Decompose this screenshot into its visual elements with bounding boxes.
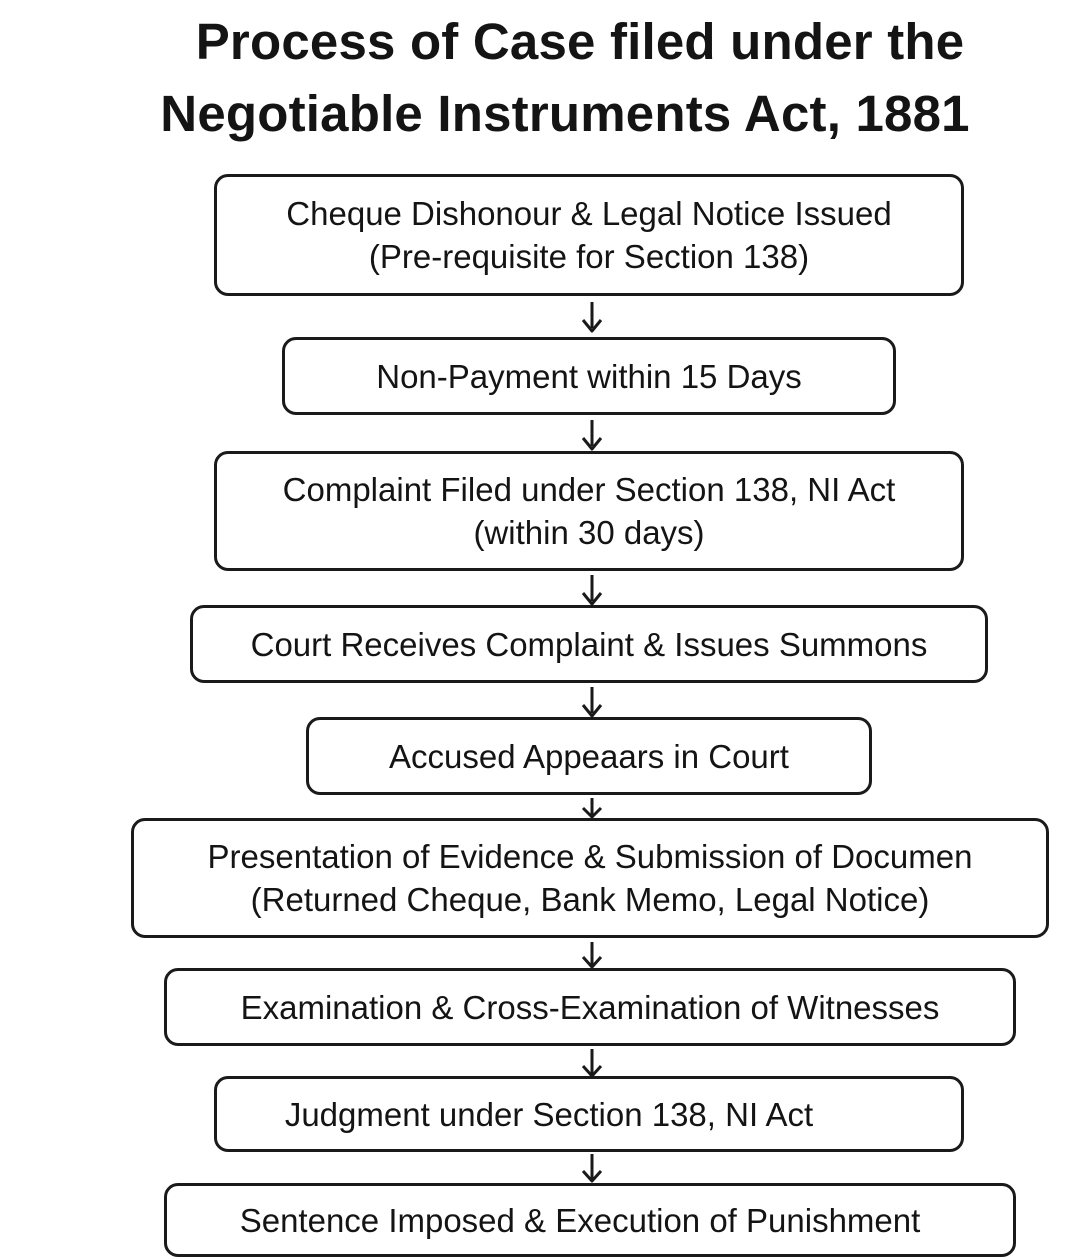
- step-box-examination-witnesses: Examination & Cross-Examination of Witne…: [164, 968, 1016, 1046]
- title-line-2: Negotiable Instruments Act, 1881: [160, 85, 970, 142]
- down-arrow-icon: [580, 1047, 604, 1079]
- down-arrow-icon: [580, 797, 604, 819]
- step-box-court-summons: Court Receives Complaint & Issues Summon…: [190, 605, 988, 683]
- step-box-complaint-filed: Complaint Filed under Section 138, NI Ac…: [214, 451, 964, 571]
- step-label: Complaint Filed under Section 138, NI Ac…: [282, 471, 896, 508]
- step-box-sentence-imposed: Sentence Imposed & Execution of Punishme…: [164, 1183, 1016, 1257]
- step-box-non-payment: Non-Payment within 15 Days: [282, 337, 896, 415]
- step-box-accused-appears: Accused Appeaars in Court: [306, 717, 872, 795]
- down-arrow-icon: [580, 300, 604, 334]
- step-sublabel: (Pre-requisite for Section 138): [368, 238, 810, 275]
- step-label: Examination & Cross-Examination of Witne…: [240, 988, 940, 1026]
- step-label: Judgment under Section 138, NI Act: [284, 1095, 814, 1133]
- step-box-presentation-evidence: Presentation of Evidence & Submission of…: [131, 818, 1049, 938]
- down-arrow-icon: [580, 573, 604, 607]
- step-sublabel: (within 30 days): [473, 514, 705, 551]
- title-line-1: Process of Case filed under the: [195, 13, 965, 70]
- down-arrow-icon: [580, 685, 604, 719]
- step-box-cheque-dishonour: Cheque Dishonour & Legal Notice Issued (…: [214, 174, 964, 296]
- step-label: Cheque Dishonour & Legal Notice Issued: [286, 195, 892, 232]
- down-arrow-icon: [580, 418, 604, 452]
- page-title: Process of Case filed under the Negotiab…: [0, 6, 1080, 150]
- step-label: Accused Appeaars in Court: [389, 737, 789, 775]
- down-arrow-icon: [580, 1152, 604, 1184]
- step-sublabel: (Returned Cheque, Bank Memo, Legal Notic…: [250, 881, 930, 918]
- step-label: Presentation of Evidence & Submission of…: [207, 838, 973, 875]
- step-label: Court Receives Complaint & Issues Summon…: [250, 625, 928, 663]
- step-label: Sentence Imposed & Execution of Punishme…: [239, 1201, 921, 1239]
- step-box-judgment: Judgment under Section 138, NI Act: [214, 1076, 964, 1152]
- step-label: Non-Payment within 15 Days: [376, 357, 802, 395]
- down-arrow-icon: [580, 940, 604, 970]
